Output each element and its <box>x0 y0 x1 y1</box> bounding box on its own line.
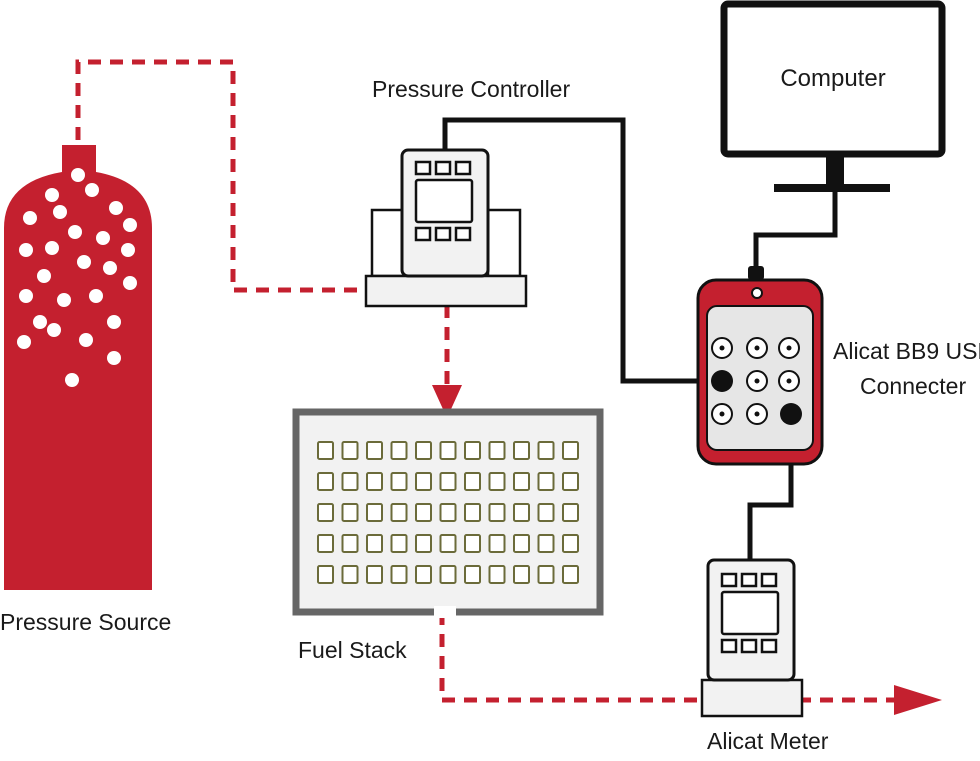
gas-lines <box>75 59 900 703</box>
stack-cell <box>439 503 457 522</box>
stack-cell <box>341 503 359 522</box>
alicat-meter-label: Alicat Meter <box>707 728 829 754</box>
stack-cell <box>366 503 383 522</box>
stack-cell <box>439 565 457 584</box>
controller-base <box>364 274 528 308</box>
computer-monitor <box>720 0 946 192</box>
stack-cell <box>513 441 530 460</box>
stack-cell <box>317 503 334 522</box>
stack-cell <box>390 534 408 553</box>
bb9-connector <box>696 266 824 466</box>
stack-cell <box>341 472 359 491</box>
fuel-stack-cells <box>317 441 579 584</box>
meter-display <box>720 590 780 636</box>
stack-cell <box>464 441 481 460</box>
gas-line-stack-to-meter <box>439 612 710 703</box>
fuel-stack-label: Fuel Stack <box>298 637 407 663</box>
stack-cell <box>488 472 506 491</box>
stack-cell <box>366 565 383 584</box>
stack-cell <box>317 565 334 584</box>
stack-cell <box>366 534 383 553</box>
pressure-source-label: Pressure Source <box>0 609 171 635</box>
stack-cell <box>537 565 555 584</box>
controller-side-right <box>486 208 522 278</box>
stack-cell <box>513 565 530 584</box>
stack-cell <box>513 534 530 553</box>
cable-computer-to-bb9 <box>753 190 838 270</box>
fuel-stack-gap <box>434 606 456 618</box>
stack-cell <box>562 503 579 522</box>
stack-cell <box>464 472 481 491</box>
stack-cell <box>464 503 481 522</box>
monitor-foot <box>774 184 890 192</box>
flow-arrow-down <box>432 385 462 418</box>
stack-cell <box>488 503 506 522</box>
bb9-label-line1: Alicat BB9 USB <box>833 338 980 364</box>
stack-cell <box>415 472 432 491</box>
gas-line-source-to-controller <box>75 59 368 293</box>
bb9-label-line2: Connecter <box>860 373 966 399</box>
stack-cell <box>537 503 555 522</box>
stack-cell <box>341 534 359 553</box>
stack-cell <box>464 565 481 584</box>
cylinder-bubbles <box>17 168 137 387</box>
bb9-top-port <box>748 266 764 280</box>
stack-cell <box>366 441 383 460</box>
stack-cell <box>488 441 506 460</box>
stack-cell <box>317 441 334 460</box>
computer-label: Computer <box>780 65 885 92</box>
pressure-controller <box>364 148 528 308</box>
stack-cell <box>390 472 408 491</box>
monitor-neck <box>826 154 844 184</box>
bb9-port-pins <box>719 345 792 417</box>
stack-cell <box>562 441 579 460</box>
stack-cell <box>537 441 555 460</box>
stack-cell <box>415 503 432 522</box>
cable-controller-to-bb9 <box>442 117 720 384</box>
stack-cell <box>562 534 579 553</box>
controller-display <box>414 178 474 224</box>
pressure-source-cylinder <box>4 145 152 590</box>
stack-cell <box>317 534 334 553</box>
stack-cell <box>439 472 457 491</box>
bb9-port-controller <box>711 370 733 392</box>
stack-cell <box>439 534 457 553</box>
stack-cell <box>537 472 555 491</box>
stack-cell <box>390 441 408 460</box>
stack-cell <box>537 534 555 553</box>
stack-cell <box>488 565 506 584</box>
stack-cell <box>415 534 432 553</box>
stack-cell <box>317 472 334 491</box>
meter-base <box>700 678 804 718</box>
fuel-stack <box>292 408 604 618</box>
stack-cell <box>341 565 359 584</box>
stack-cell <box>415 441 432 460</box>
stack-cell <box>488 534 506 553</box>
stack-cell <box>513 472 530 491</box>
stack-cell <box>513 503 530 522</box>
stack-cell <box>390 565 408 584</box>
stack-cell <box>464 534 481 553</box>
alicat-meter <box>700 558 804 718</box>
flow-arrow-right <box>894 685 942 715</box>
stack-cell <box>366 472 383 491</box>
stack-cell <box>415 565 432 584</box>
pressure-controller-label: Pressure Controller <box>372 76 570 102</box>
bb9-port-meter <box>780 403 802 425</box>
stack-cell <box>562 565 579 584</box>
stack-cell <box>562 472 579 491</box>
stack-cell <box>439 441 457 460</box>
stack-cell <box>390 503 408 522</box>
stack-cell <box>341 441 359 460</box>
